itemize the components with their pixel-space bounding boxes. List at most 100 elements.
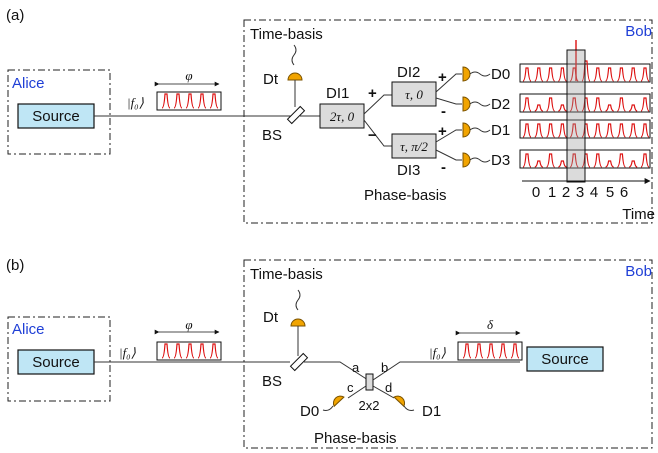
histogram-pulse [581, 153, 591, 168]
bob-title-b: Bob [625, 263, 652, 280]
histogram-pulse [605, 123, 614, 138]
detector-d0: D0 [462, 66, 510, 83]
di3-label: DI3 [397, 162, 420, 179]
histogram-pulse [546, 153, 555, 168]
pulse-train-left [161, 343, 219, 359]
di1-box [319, 103, 365, 129]
histogram-pulse [569, 123, 579, 138]
pulse-mark [209, 343, 219, 359]
histogram-pulse [534, 104, 543, 112]
bob-source-label: Source [541, 351, 589, 368]
time-basis-label: Time-basis [250, 26, 323, 43]
time-tick-label: 2 [562, 184, 570, 201]
time-basis-label-b: Time-basis [250, 266, 323, 283]
detector-d1-b: D1 [393, 395, 441, 420]
histogram-pulse [628, 123, 638, 138]
dt-detector-icon [287, 72, 303, 81]
pulse-mark [173, 93, 183, 109]
di2-params: τ, 0 [405, 87, 423, 102]
state-label-bob: |f₀⟩ [429, 345, 446, 360]
phi-label: φ [185, 68, 192, 83]
d2-label: D2 [491, 96, 510, 113]
detector-d0-b: D0 [300, 395, 345, 420]
bob-box-b [243, 259, 653, 449]
panel-a: (a) Alice Source |f₀⟩ φ Time-basis Bob D… [6, 7, 655, 224]
histogram-pulse [558, 123, 567, 138]
detector-d1: D1 [462, 122, 510, 139]
coupler-label: 2x2 [359, 398, 380, 413]
histogram-pulse [558, 104, 567, 112]
di3-box [391, 133, 437, 159]
di1-plus: + [368, 85, 377, 102]
histogram-pulse [558, 67, 567, 82]
phi-label-b: φ [185, 317, 192, 332]
port-c-label: c [347, 380, 354, 395]
histogram-pulse [617, 97, 626, 112]
d0-label-b: D0 [300, 403, 319, 420]
pulse-train-box-b [156, 341, 222, 361]
pulse-mark [486, 343, 496, 359]
histogram-pulse [546, 97, 555, 112]
phase-basis-label: Phase-basis [364, 187, 447, 204]
pulse-train [161, 93, 219, 109]
time-tick-label: 5 [606, 184, 614, 201]
pulse-train-box [156, 91, 222, 111]
time-bin-3-highlight [566, 49, 586, 183]
histogram-pulse [534, 160, 543, 168]
alice-title: Alice [12, 75, 45, 92]
bob-source-box [526, 346, 604, 372]
histogram-pulse [569, 153, 579, 168]
alice-box [7, 69, 111, 155]
di3-minus: - [441, 159, 446, 176]
di2-plus: + [438, 69, 447, 86]
histogram-pulse [617, 123, 626, 138]
alice-source-box-b [17, 349, 95, 375]
time-tick-label: 6 [620, 184, 628, 201]
dt-cable [291, 44, 297, 66]
histogram-pulse [581, 123, 591, 138]
histogram-pulse [640, 97, 650, 112]
histogram-pulse [569, 67, 579, 82]
dt-detector-icon-b [290, 318, 306, 327]
histogram-pulse [593, 67, 603, 82]
pulse-mark [197, 343, 207, 359]
bs-label-b: BS [262, 373, 282, 390]
di3-plus: + [438, 123, 447, 140]
d1-label-b: D1 [422, 403, 441, 420]
time-tick-label: 0 [532, 184, 540, 201]
pulse-mark [209, 93, 219, 109]
histogram-pulse [628, 67, 638, 82]
histogram-pulse [558, 160, 567, 168]
port-d-label: d [385, 380, 392, 395]
beam-splitter-b [289, 352, 309, 372]
bob-box [243, 19, 653, 224]
histogram-pulse [605, 160, 614, 168]
detector-d3: D3 [462, 152, 510, 169]
di1-label: DI1 [326, 85, 349, 102]
delta-label: δ [487, 317, 494, 332]
di2-minus: - [441, 103, 446, 120]
alice-box-b [7, 316, 111, 402]
state-label-b: |f₀⟩ [119, 345, 136, 360]
pulse-mark [161, 93, 171, 109]
dt-label-b: Dt [263, 309, 279, 326]
port-a-label: a [352, 360, 360, 375]
pulse-mark [185, 343, 195, 359]
coupler-2x2 [365, 373, 374, 391]
panel-a-label: (a) [6, 7, 24, 24]
histogram-pulse [593, 97, 603, 112]
histogram-pulse [581, 60, 591, 82]
state-label: |f₀⟩ [127, 95, 144, 110]
histogram-pulse [522, 97, 532, 112]
histogram-pulse [522, 67, 532, 82]
histogram-pulse [629, 104, 638, 112]
time-axis-label: Time [622, 206, 655, 223]
detector-d2: D2 [462, 96, 510, 113]
alice-title-b: Alice [12, 321, 45, 338]
beam-splitter [286, 105, 306, 125]
dt-cable-b [295, 289, 301, 311]
bs-label: BS [262, 127, 282, 144]
pulse-mark [173, 343, 183, 359]
